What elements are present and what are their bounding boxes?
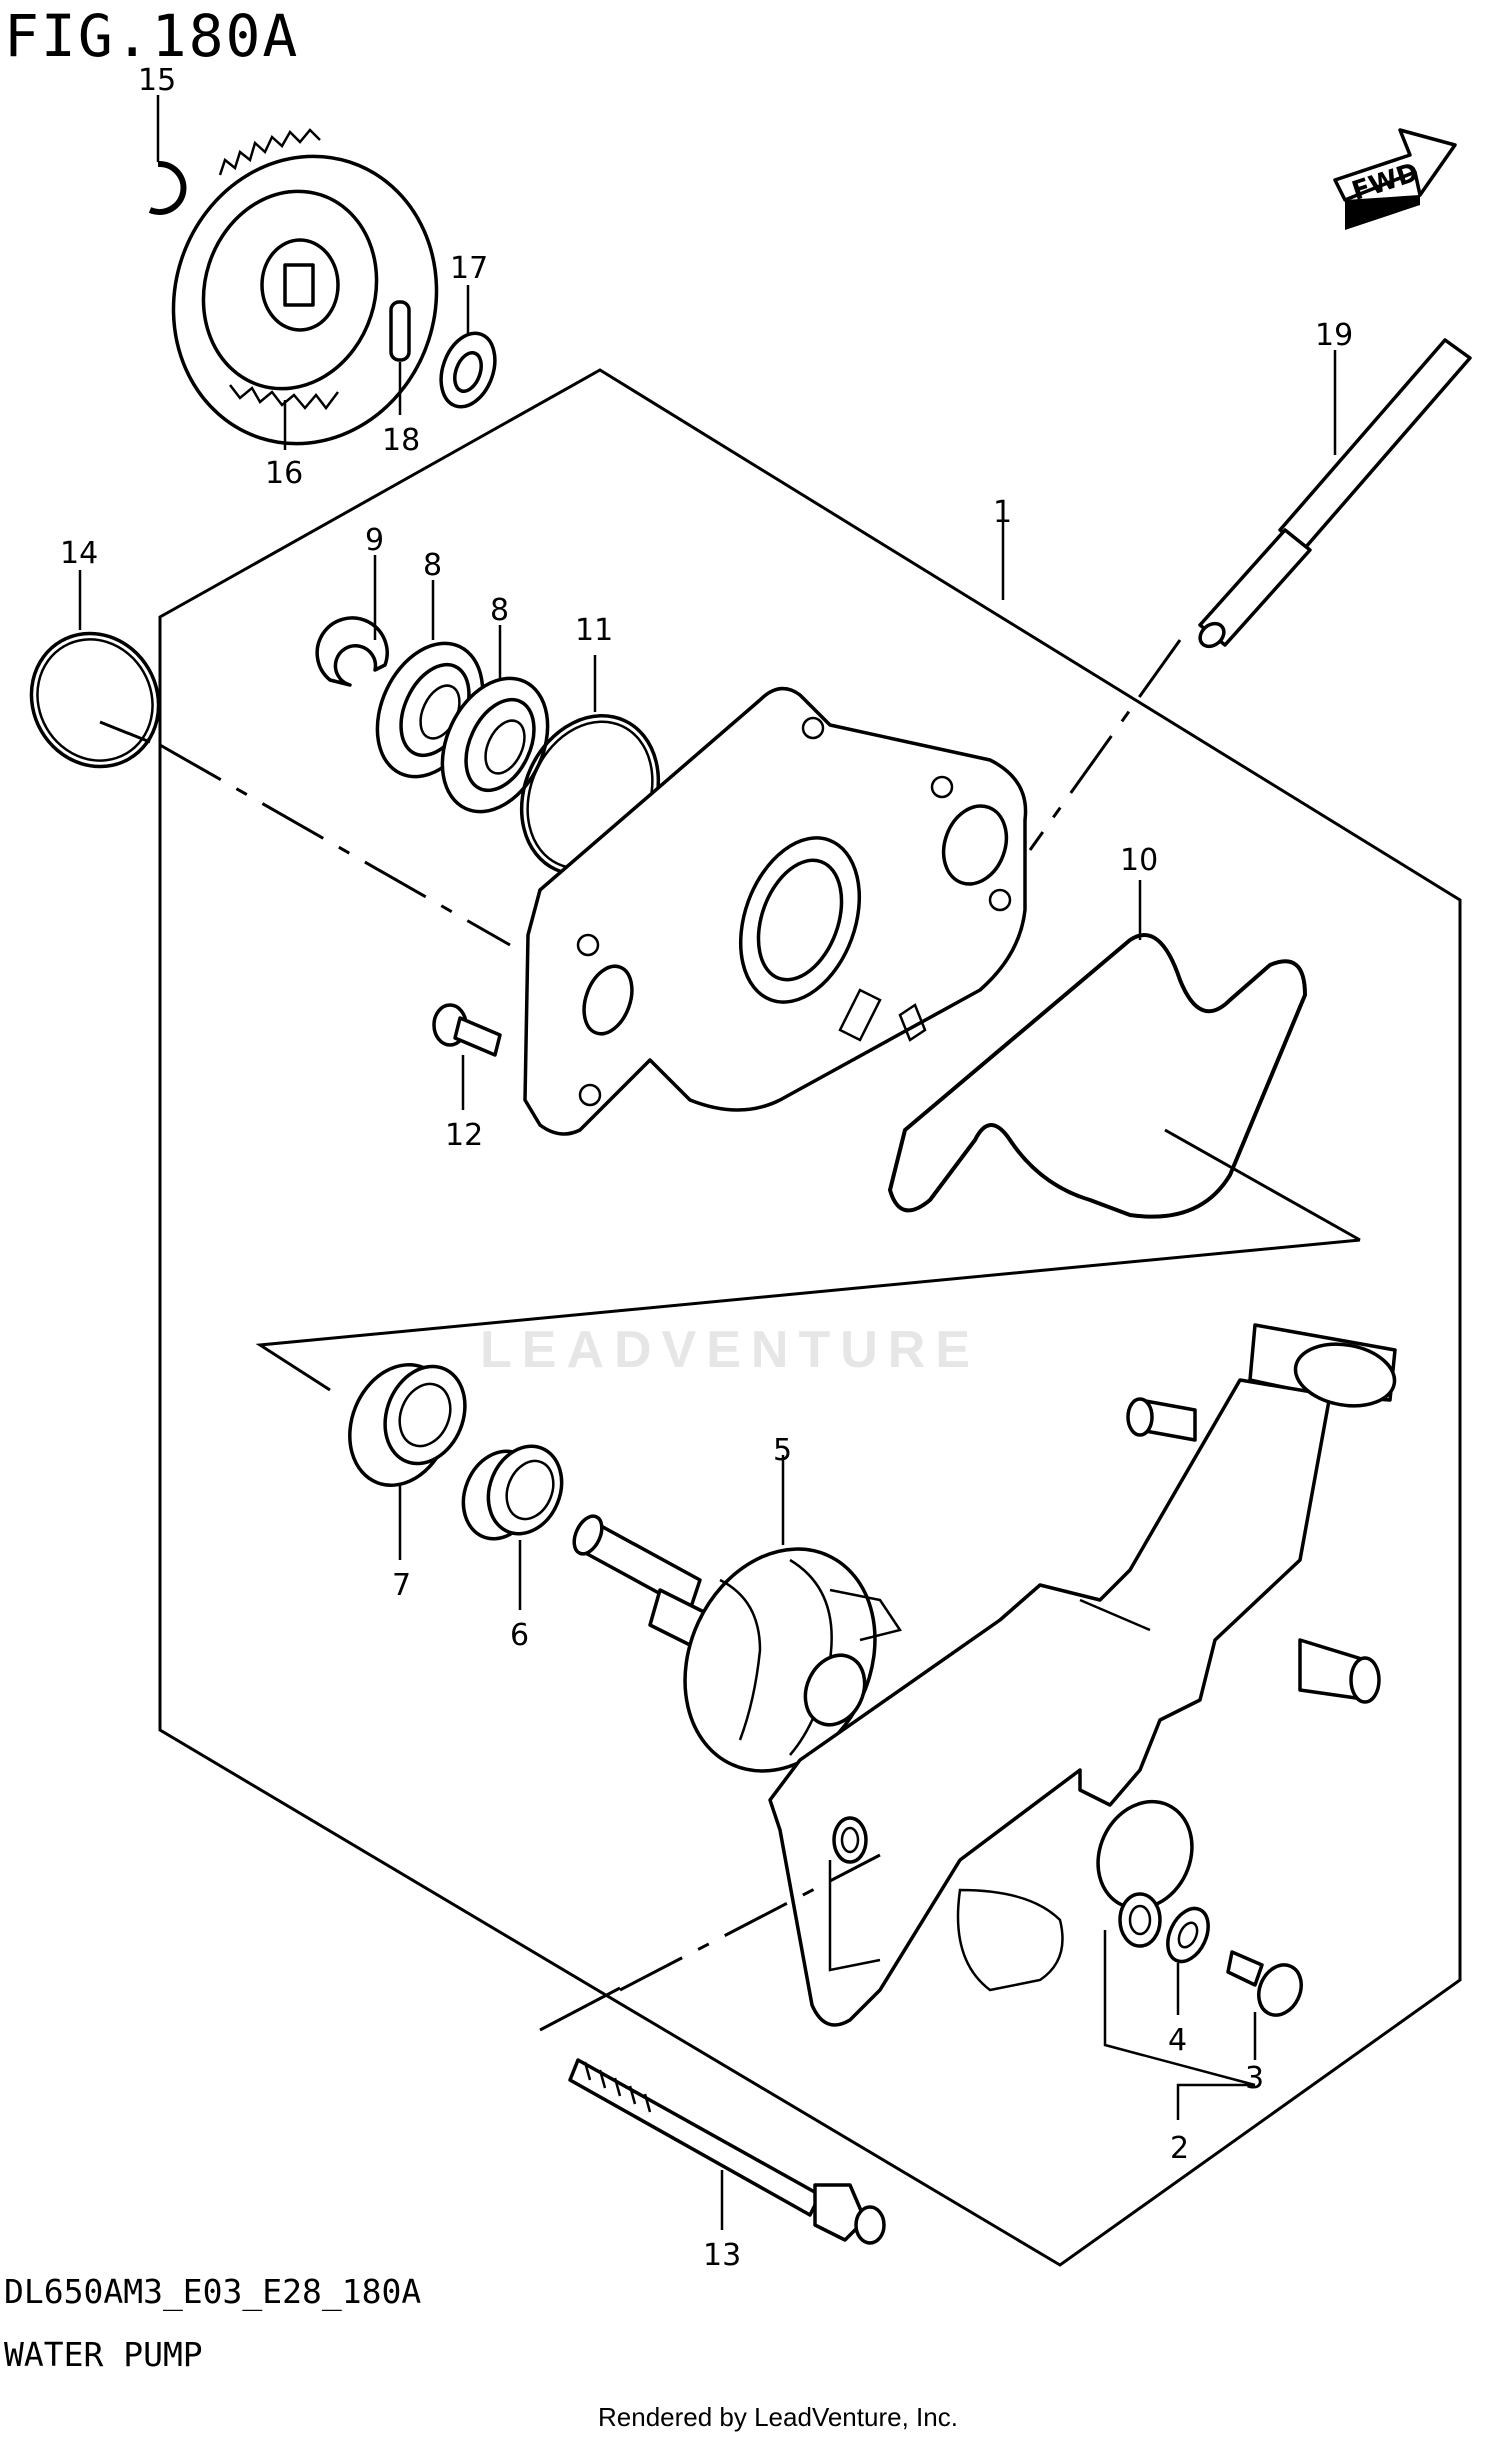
callout-6: 6 [510,1618,529,1653]
callout-11: 11 [575,613,613,648]
callout-2-bracket [1103,1930,1256,2120]
callout-3: 3 [1245,2061,1264,2096]
part-13-long-bolt [568,2058,886,2245]
callout-19: 19 [1315,318,1353,353]
callout-7: 7 [392,1568,411,1603]
part-12-screw [432,1003,502,1110]
part-7-oil-seal [348,1363,467,1560]
render-credit: Rendered by LeadVenture, Inc. [598,2402,958,2432]
part-8-bearing-b [440,625,550,814]
callout-17: 17 [450,251,488,286]
part-16-pump-gear [171,128,439,450]
callout-13: 13 [703,2238,741,2273]
part-1-pump-cover [523,520,1028,1136]
part-19-hose [1028,338,1472,851]
part-9-circlip [315,555,389,687]
callout-16: 16 [265,456,303,491]
callout-5: 5 [773,1433,792,1468]
model-code: DL650AM3_E03_E28_180A [4,2272,422,2311]
callout-8a: 8 [423,548,442,583]
callout-2: 2 [1170,2131,1189,2166]
callout-15: 15 [138,63,176,98]
callout-1: 1 [993,495,1012,530]
watermark: LEADVENTURE [480,1321,981,1379]
pump-housing [619,1323,1397,2027]
figure-title: FIG.180A [4,2,300,70]
part-4-washer [1166,1906,1210,2015]
shaft-axis-line [159,743,511,947]
callout-4: 4 [1168,2023,1187,2058]
callout-10: 10 [1120,843,1158,878]
part-6-mechanical-seal [461,1444,564,1610]
assembly-outline [158,368,1462,2267]
callout-8b: 8 [490,593,509,628]
part-18-pin [389,300,411,415]
fwd-badge: FWD [1333,128,1457,230]
callout-9: 9 [365,523,384,558]
part-5-impeller-shaft [572,1455,903,1773]
bolt-guide-line [539,1986,621,2032]
part-14-o-ring [29,570,161,769]
assembly-guide-line [255,1238,1361,1392]
part-3-bolt [1226,1950,1303,2060]
part-15-circlip [148,95,187,215]
part-10-gasket [888,880,1361,1242]
callout-18: 18 [382,423,420,458]
diagram-name: WATER PUMP [4,2335,203,2374]
part-17-washer [439,285,497,409]
callout-14: 14 [60,536,98,571]
callout-12: 12 [445,1118,483,1153]
